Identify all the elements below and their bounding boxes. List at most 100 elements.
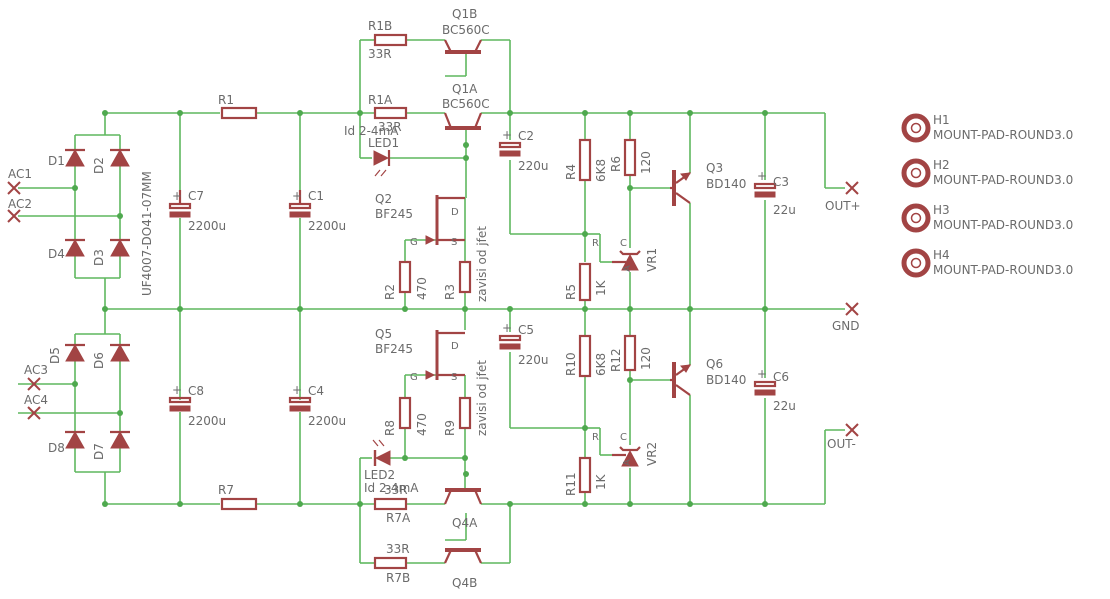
capacitor-c5	[498, 334, 522, 350]
label-id-top: Id 2-4mA	[344, 124, 399, 138]
label-r1b: R1B	[368, 19, 392, 33]
capacitor-c3	[753, 182, 777, 198]
label-r1: R1	[218, 93, 234, 107]
label-q5-value: BF245	[375, 342, 413, 356]
resistor-r3	[458, 260, 472, 294]
label-c6-value: 22u	[773, 399, 796, 413]
label-r7b-value: 33R	[386, 542, 410, 556]
label-c8-value: 2200u	[188, 414, 226, 428]
transistor-q3	[670, 170, 691, 206]
label-vr1-a: A	[622, 265, 633, 272]
label-q5-g: G	[410, 372, 418, 383]
jfet-q5	[425, 330, 465, 380]
diode-d6	[110, 343, 130, 362]
label-q5-d: D	[451, 341, 459, 352]
label-vr2-c: C	[620, 432, 627, 443]
led-2	[372, 439, 391, 466]
label-c4-value: 2200u	[308, 414, 346, 428]
transistor-q1a	[443, 112, 483, 130]
label-r4: R4	[564, 164, 578, 180]
resistor-r8	[398, 396, 412, 430]
label-ac3: AC3	[24, 363, 48, 377]
label-r9-value: zavisi od jfet	[475, 360, 489, 436]
label-q4a: Q4A	[452, 516, 478, 530]
label-r2: R2	[383, 284, 397, 300]
label-r8-value: 470	[415, 413, 429, 436]
svg-text:+: +	[502, 128, 512, 142]
mount-pad-h4	[901, 248, 931, 278]
vref-vr1	[612, 250, 641, 271]
label-c5-value: 220u	[518, 353, 549, 367]
label-r10-value: 6K8	[594, 353, 608, 376]
label-r8: R8	[383, 420, 397, 436]
terminal-ac3	[27, 377, 41, 391]
label-r12: R12	[609, 348, 623, 372]
diode-d3	[110, 238, 130, 257]
transistor-q4a	[443, 488, 483, 505]
label-r6: R6	[609, 156, 623, 172]
label-r3-value: zavisi od jfet	[475, 226, 489, 302]
label-c7-value: 2200u	[188, 219, 226, 233]
label-vr1: VR1	[645, 248, 659, 272]
label-c4: C4	[308, 384, 324, 398]
mount-pad-h3	[901, 203, 931, 233]
label-q5-s: S	[451, 372, 457, 383]
label-c2: C2	[518, 129, 534, 143]
label-c2-value: 220u	[518, 159, 549, 173]
terminal-gnd	[845, 302, 859, 316]
label-vr2-r: R	[592, 432, 599, 443]
transistor-q1b	[444, 39, 482, 54]
label-r6-value: 120	[639, 151, 653, 174]
svg-text:+: +	[172, 189, 182, 203]
label-c7: C7	[188, 189, 204, 203]
resistor-r5	[578, 262, 592, 302]
diode-d1	[65, 148, 85, 167]
label-q2-d: D	[451, 207, 459, 218]
svg-text:+: +	[292, 189, 302, 203]
label-h2-value: MOUNT-PAD-ROUND3.0	[933, 173, 1073, 187]
capacitor-c1	[288, 190, 312, 218]
label-q1a: Q1A	[452, 82, 478, 96]
transistor-q4b	[444, 548, 482, 564]
label-led2: LED2	[364, 468, 395, 482]
resistor-r9	[458, 396, 472, 430]
label-h3: H3	[933, 203, 950, 217]
label-q4b: Q4B	[452, 576, 477, 590]
label-h4-value: MOUNT-PAD-ROUND3.0	[933, 263, 1073, 277]
diode-d5	[65, 343, 85, 362]
cap-plus-signs: ++ ++ ++ ++	[172, 128, 767, 397]
resistor-r7	[220, 497, 258, 511]
resistor-r11	[578, 456, 592, 494]
resistor-r7b	[373, 556, 408, 570]
label-r7b: R7B	[386, 571, 410, 585]
label-diode-value: UF4007-DO41-07MM	[140, 171, 154, 296]
label-r7a: R7A	[386, 511, 411, 525]
label-d3: D3	[92, 249, 106, 266]
label-d8: D8	[48, 441, 65, 455]
label-c6: C6	[773, 370, 789, 384]
mount-pad-h1	[901, 113, 931, 143]
terminal-ac4	[27, 406, 41, 420]
label-d5: D5	[48, 347, 62, 364]
terminal-out-plus	[845, 181, 859, 195]
label-q1a-value: BC560C	[442, 97, 490, 111]
terminal-out-minus	[845, 423, 859, 437]
label-vr1-r: R	[592, 238, 599, 249]
svg-text:+: +	[757, 169, 767, 183]
terminal-ac2	[7, 209, 21, 223]
label-c3: C3	[773, 175, 789, 189]
label-q2-g: G	[410, 237, 418, 248]
resistor-r1a	[373, 106, 408, 120]
junctions	[72, 110, 768, 507]
label-h2: H2	[933, 158, 950, 172]
label-out-plus: OUT+	[825, 199, 861, 213]
capacitor-c7	[168, 190, 192, 218]
label-c1-value: 2200u	[308, 219, 346, 233]
label-r9: R9	[443, 420, 457, 436]
led-1	[373, 150, 391, 177]
resistor-r10	[578, 334, 592, 378]
diode-d7	[110, 430, 130, 449]
label-ac2: AC2	[8, 197, 32, 211]
diode-d4	[65, 238, 85, 257]
